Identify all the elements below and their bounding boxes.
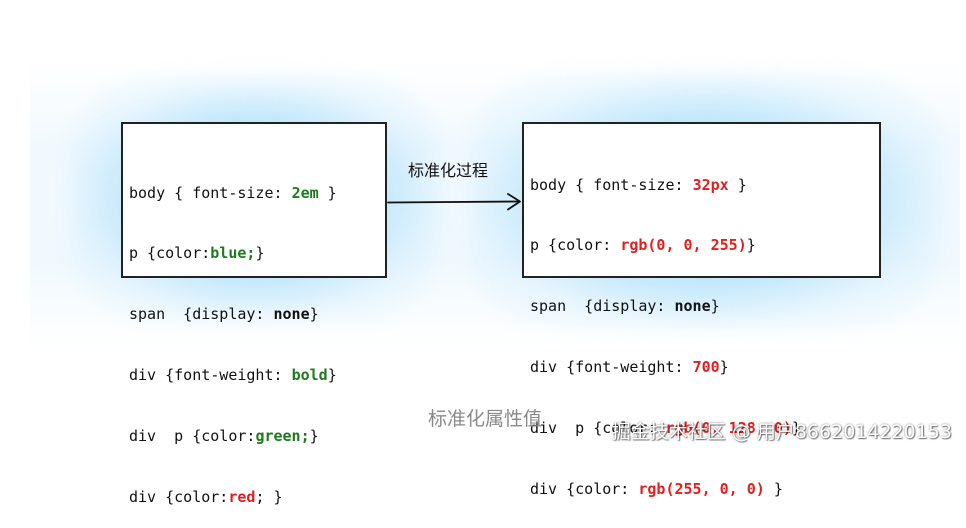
code-text: } <box>728 175 747 194</box>
code-value: rgb(255, 0, 0) <box>638 480 765 499</box>
code-value: 700 <box>692 358 720 377</box>
code-text: p {color: <box>530 236 621 255</box>
code-value: rgb(0, 128, 0) <box>665 419 792 438</box>
code-value: none <box>674 297 711 316</box>
code-value: red <box>228 488 256 507</box>
code-text: } <box>318 183 337 202</box>
code-text: ; } <box>255 488 283 507</box>
code-text: div p {color: <box>129 427 256 446</box>
code-line: span {display: none} <box>129 304 385 324</box>
code-line: body { font-size: 32px } <box>530 175 879 195</box>
code-line: p {color: rgb(0, 0, 255)} <box>530 235 879 255</box>
source-css-box: body { font-size: 2em } p {color:blue;} … <box>121 122 387 506</box>
code-text: } <box>710 297 720 316</box>
code-line: div {color: rgb(255, 0, 0) } <box>530 479 879 499</box>
code-text: div {color: <box>129 488 229 507</box>
code-text: div {color: <box>530 480 639 499</box>
code-line: p {color:blue;} <box>129 243 385 263</box>
code-text: } <box>309 305 319 324</box>
code-value: 2em <box>291 183 319 202</box>
figure-caption: 标准化属性值 <box>428 408 543 430</box>
code-text: span {display: <box>530 297 675 316</box>
code-value: bold <box>291 366 328 385</box>
arrow-label: 标准化过程 <box>408 161 489 180</box>
code-value: rgb(0, 0, 255) <box>620 236 747 255</box>
watermark: 掘金技术社区 @ 用户8662014220153 <box>611 421 952 443</box>
code-line: div {font-weight: 700} <box>530 357 879 377</box>
code-text: } <box>327 366 337 385</box>
code-text: div {font-weight: <box>129 366 292 385</box>
code-text: } <box>255 244 265 263</box>
code-text: body { font-size: <box>530 175 693 194</box>
code-text: span {display: <box>129 305 274 324</box>
code-text: } <box>309 427 319 446</box>
code-text: div p {color: <box>530 419 666 438</box>
code-text: p {color: <box>129 244 211 263</box>
code-value: none <box>273 305 310 324</box>
code-line: span {display: none} <box>530 296 879 316</box>
code-line: div {color:red; } <box>129 487 385 507</box>
code-text: } <box>791 419 801 438</box>
code-line: div p {color:green;} <box>129 426 385 446</box>
normalized-css-box: body { font-size: 32px } p {color: rgb(0… <box>522 122 881 498</box>
code-line: div p {color: rgb(0, 128, 0)} <box>530 418 879 438</box>
code-line: div {font-weight: bold} <box>129 365 385 385</box>
code-text: div {font-weight: <box>530 358 693 377</box>
code-line: body { font-size: 2em } <box>129 183 385 203</box>
code-value: blue; <box>210 244 256 263</box>
code-text: } <box>746 236 756 255</box>
right-arrow-icon <box>387 193 521 211</box>
code-text: } <box>719 358 729 377</box>
code-text: body { font-size: <box>129 183 292 202</box>
code-value: 32px <box>692 175 729 194</box>
code-text: } <box>764 480 783 499</box>
code-value: green; <box>255 427 310 446</box>
